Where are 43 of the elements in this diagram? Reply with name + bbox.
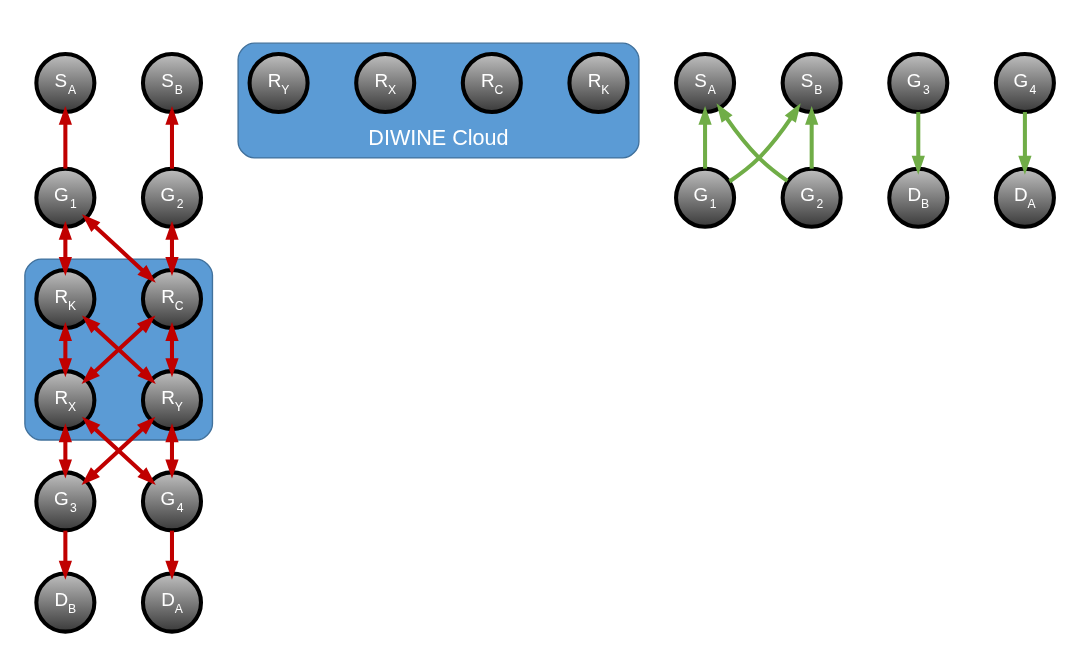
arrow xyxy=(165,530,179,580)
arrow xyxy=(165,423,179,479)
arrow xyxy=(58,220,72,277)
node-circle: D$_{A}$ xyxy=(140,571,204,634)
node-circle: G$_{3}$ xyxy=(887,51,950,115)
node-circle: G$_{4}$ xyxy=(140,470,204,533)
node-circle: R$_{K}$ xyxy=(567,51,630,115)
arrow xyxy=(716,103,789,183)
node-circle: D$_{B}$ xyxy=(34,571,97,634)
node-circle: R$_{K}$ xyxy=(34,267,97,330)
node-circle: R$_{Y}$ xyxy=(247,51,310,115)
node-circle: R$_{C}$ xyxy=(460,51,523,115)
arrow xyxy=(81,214,156,283)
arrow xyxy=(58,423,72,479)
arrow xyxy=(81,416,156,486)
node-circle: R$_{X}$ xyxy=(354,51,417,115)
node-circle: G$_{2}$ xyxy=(780,166,843,229)
arrow xyxy=(911,112,925,175)
arrow xyxy=(81,315,156,384)
node-circle: G$_{2}$ xyxy=(140,166,204,229)
arrow xyxy=(58,105,72,169)
node-circle: R$_{C}$ xyxy=(140,267,204,330)
arrow xyxy=(58,322,72,378)
arrow xyxy=(165,322,179,378)
node-circle: G$_{4}$ xyxy=(993,51,1056,115)
node-circle: S$_{B}$ xyxy=(780,51,843,115)
arrow xyxy=(728,103,801,184)
node-circle: S$_{B}$ xyxy=(140,51,204,115)
node-circle: D$_{B}$ xyxy=(887,166,950,229)
node-circle: R$_{Y}$ xyxy=(140,369,204,432)
arrow xyxy=(165,105,179,169)
arrow xyxy=(165,220,179,276)
arrow xyxy=(1018,112,1032,175)
node-circle: R$_{X}$ xyxy=(34,369,97,432)
node-circle: G$_{1}$ xyxy=(674,166,737,229)
node-circle: G$_{3}$ xyxy=(34,470,97,533)
node-circle: G$_{1}$ xyxy=(34,166,97,229)
arrow xyxy=(58,530,72,580)
arrow xyxy=(698,105,712,169)
arrow xyxy=(805,105,819,169)
node-circle: S$_{A}$ xyxy=(34,51,97,115)
node-circle: D$_{A}$ xyxy=(993,166,1056,229)
node-circle: S$_{A}$ xyxy=(674,51,737,115)
